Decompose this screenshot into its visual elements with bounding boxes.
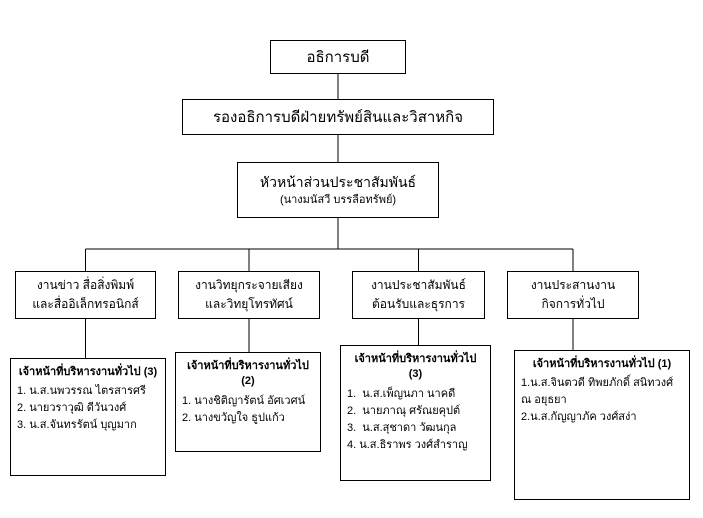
staff-name: 1. น.ส.เพ็ญนภา นาคดี [347,387,456,400]
news-unit-line2: และสื่ออิเล็กทรอนิกส์ [32,297,139,311]
staff-name: 2. นายภาณุ ศรัณยคุปต์ [347,404,461,417]
news-unit-line1: งานข่าว สื่อสิ่งพิมพ์ [36,277,135,292]
box-vice-president: รองอธิการบดีฝ่ายทรัพย์สินและวิสาหกิจ [182,99,494,135]
vice-president-title: รองอธิการบดีฝ่ายทรัพย์สินและวิสาหกิจ [212,109,464,126]
box-news-staff: เจ้าหน้าที่บริหารงานทั่วไป (3) 1. น.ส.นพ… [10,358,166,476]
broadcast-staff-header: เจ้าหน้าที่บริหารงานทั่วไป (2) [187,360,309,388]
box-coordination-unit: งานประสานงาน กิจการทั่วไป [507,271,639,319]
box-news-unit: งานข่าว สื่อสิ่งพิมพ์ และสื่ออิเล็กทรอนิ… [15,271,156,319]
staff-name: 2. นางขวัญใจ ธูปแก้ว [182,411,285,424]
pr-reception-staff-header: เจ้าหน้าที่บริหารงานทั่วไป (3) [354,353,477,381]
news-staff-header: เจ้าหน้าที่บริหารงานทั่วไป (3) [18,366,158,378]
staff-name: 1.น.ส.จินตวดี ทิพยภักดิ์ สนิทวงศ์ ณ อยุธ… [521,377,677,407]
pr-head-title: หัวหน้าส่วนประชาสัมพันธ์ [259,174,417,191]
staff-name: 3. น.ส.สุชาดา วัฒนกุล [347,421,457,434]
box-coordination-staff: เจ้าหน้าที่บริหารงานทั่วไป (1) 1.น.ส.จิน… [514,350,690,500]
coordination-staff-header: เจ้าหน้าที่บริหารงานทั่วไป (1) [532,358,672,370]
coordination-unit-line2: กิจการทั่วไป [541,297,605,311]
staff-name: 1. นางชิติญารัตน์ อัศเวศน์ [182,394,306,407]
pr-reception-unit-line2: ต้อนรับและธุรการ [371,297,466,311]
coordination-unit-line1: งานประสานงาน [530,277,616,292]
staff-name: 2.น.ส.กัญญาภัค วงศ์สง่า [521,411,637,424]
staff-name: 2. นายวราวุฒิ ดีวันวงศ์ [17,402,127,415]
box-broadcast-staff: เจ้าหน้าที่บริหารงานทั่วไป (2) 1. นางชิต… [175,352,321,452]
box-broadcast-unit: งานวิทยุกระจายเสียง และวิทยุโทรทัศน์ [178,271,320,319]
pr-head-name: (นางมนัสวี บรรลือทรัพย์) [279,193,397,206]
box-pr-reception-unit: งานประชาสัมพันธ์ ต้อนรับและธุรการ [352,271,485,319]
pr-reception-unit-line1: งานประชาสัมพันธ์ [371,277,466,292]
box-pr-head: หัวหน้าส่วนประชาสัมพันธ์ (นางมนัสวี บรรล… [237,162,439,218]
staff-name: 1. น.ส.นพวรรณ ไตรสารศรี [17,385,146,398]
staff-name: 4. น.ส.ธิราพร วงศ์สำราญ [347,438,468,451]
broadcast-unit-line2: และวิทยุโทรทัศน์ [205,297,293,311]
broadcast-unit-line1: งานวิทยุกระจายเสียง [195,277,303,292]
president-title: อธิการบดี [306,49,370,66]
box-pr-reception-staff: เจ้าหน้าที่บริหารงานทั่วไป (3) 1. น.ส.เพ… [340,345,491,481]
staff-name: 3. น.ส.จันทรรัตน์ บุญมาก [17,419,137,432]
box-president: อธิการบดี [270,40,406,74]
